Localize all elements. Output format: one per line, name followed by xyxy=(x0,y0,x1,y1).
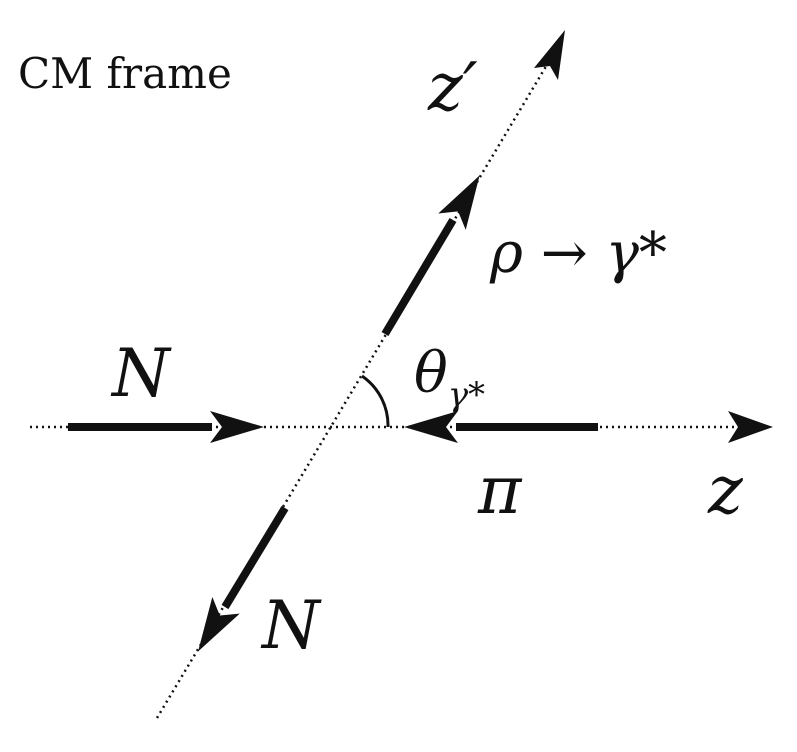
z-prime-label: z′ xyxy=(427,49,478,126)
z-axis-arrowhead xyxy=(728,411,773,443)
rho-gamma-arrow xyxy=(381,175,480,337)
z-prime-axis-line xyxy=(155,57,553,719)
z-label: z xyxy=(707,452,744,529)
nucleon-in-label: N xyxy=(110,335,172,412)
nucleon-out-arrow xyxy=(198,505,289,652)
frame-label: CM frame xyxy=(18,49,232,98)
pion-label: π xyxy=(477,452,523,529)
theta-label: θγ* xyxy=(414,341,485,415)
theta-symbol: θ xyxy=(414,341,448,406)
theta-subscript: γ* xyxy=(448,375,485,415)
theta-angle-arc xyxy=(361,374,390,428)
rho-to-gamma-label: ρ → γ* xyxy=(489,221,667,286)
z-prime-axis-arrowhead xyxy=(534,30,565,80)
nucleon-out-label: N xyxy=(260,587,322,664)
